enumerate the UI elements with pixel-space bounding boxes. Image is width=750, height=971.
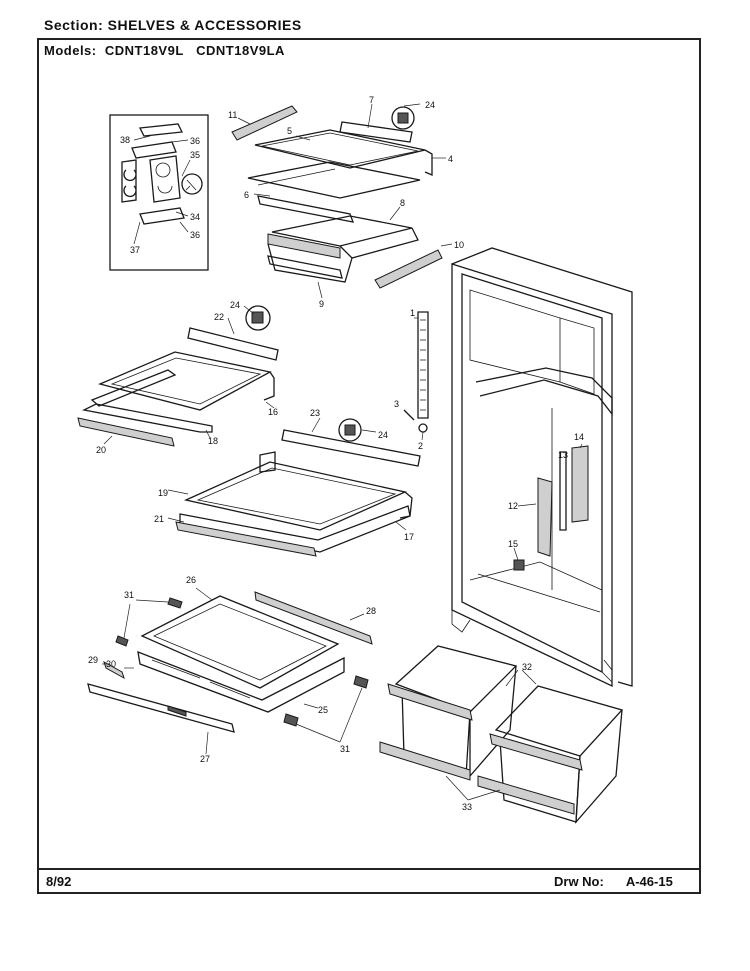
callout-38: 38 bbox=[120, 135, 130, 145]
top-shelf-assembly bbox=[231, 103, 453, 299]
callout-12: 12 bbox=[508, 501, 518, 511]
callout-33: 33 bbox=[462, 802, 472, 812]
callout-2: 2 bbox=[418, 441, 423, 451]
middle-shelf-assembly bbox=[77, 305, 279, 447]
callout-23: 23 bbox=[310, 408, 320, 418]
callout-7: 7 bbox=[369, 95, 374, 105]
drawing-number-block: Drw No: A-46-15 bbox=[554, 874, 673, 889]
crisper-cover-assembly bbox=[87, 587, 373, 755]
callout-37: 37 bbox=[130, 245, 140, 255]
callout-24: 24 bbox=[378, 430, 388, 440]
callout-26: 26 bbox=[186, 575, 196, 585]
crisper-drawers bbox=[379, 645, 624, 824]
pilaster-assembly bbox=[403, 311, 429, 441]
models-heading: Models: CDNT18V9L CDNT18V9LA bbox=[44, 43, 285, 58]
models-label: Models: bbox=[44, 43, 97, 58]
callout-17: 17 bbox=[404, 532, 414, 542]
callout-35: 35 bbox=[190, 150, 200, 160]
callout-1: 1 bbox=[410, 308, 415, 318]
callout-34: 34 bbox=[190, 212, 200, 222]
callout-30: 30 bbox=[106, 659, 116, 669]
callout-21: 21 bbox=[154, 514, 164, 524]
model-number: CDNT18V9L bbox=[104, 43, 184, 58]
callout-25: 25 bbox=[318, 705, 328, 715]
callout-14: 14 bbox=[574, 432, 584, 442]
callout-15: 15 bbox=[508, 539, 518, 549]
accessory-inset bbox=[109, 114, 209, 271]
callout-31: 31 bbox=[340, 744, 350, 754]
callout-22: 22 bbox=[214, 312, 224, 322]
callout-28: 28 bbox=[366, 606, 376, 616]
callout-36: 36 bbox=[190, 230, 200, 240]
callout-3: 3 bbox=[394, 399, 399, 409]
drawing-date: 8/92 bbox=[46, 874, 72, 889]
footer-divider bbox=[37, 868, 701, 870]
drawing-number: A-46-15 bbox=[625, 874, 673, 889]
callout-24: 24 bbox=[230, 300, 240, 310]
callout-10: 10 bbox=[454, 240, 464, 250]
callout-9: 9 bbox=[319, 299, 324, 309]
section-heading: Section: SHELVES & ACCESSORIES bbox=[44, 17, 302, 33]
callout-5: 5 bbox=[287, 126, 292, 136]
callout-16: 16 bbox=[268, 407, 278, 417]
callout-24: 24 bbox=[425, 100, 435, 110]
model-number: CDNT18V9LA bbox=[196, 43, 285, 58]
callout-6: 6 bbox=[244, 190, 249, 200]
callout-32: 32 bbox=[522, 662, 532, 672]
lower-shelf-assembly bbox=[167, 417, 421, 557]
callout-4: 4 bbox=[448, 154, 453, 164]
callout-29: 29 bbox=[88, 655, 98, 665]
callout-19: 19 bbox=[158, 488, 168, 498]
callout-20: 20 bbox=[96, 445, 106, 455]
refrigerator-cabinet bbox=[451, 247, 633, 688]
callout-labels: 11 7 24 5 4 6 8 10 9 38 36 35 34 36 37 2… bbox=[88, 95, 584, 812]
section-value: SHELVES & ACCESSORIES bbox=[107, 17, 302, 33]
callout-36: 36 bbox=[190, 136, 200, 146]
callout-11: 11 bbox=[228, 110, 237, 120]
callout-18: 18 bbox=[208, 436, 218, 446]
callout-31: 31 bbox=[124, 590, 134, 600]
section-label: Section: bbox=[44, 17, 104, 33]
callout-13: 13 bbox=[558, 450, 568, 460]
callout-8: 8 bbox=[400, 198, 405, 208]
callout-27: 27 bbox=[200, 754, 210, 764]
diagram-frame bbox=[37, 38, 701, 894]
drawing-number-label: Drw No: bbox=[554, 874, 604, 889]
